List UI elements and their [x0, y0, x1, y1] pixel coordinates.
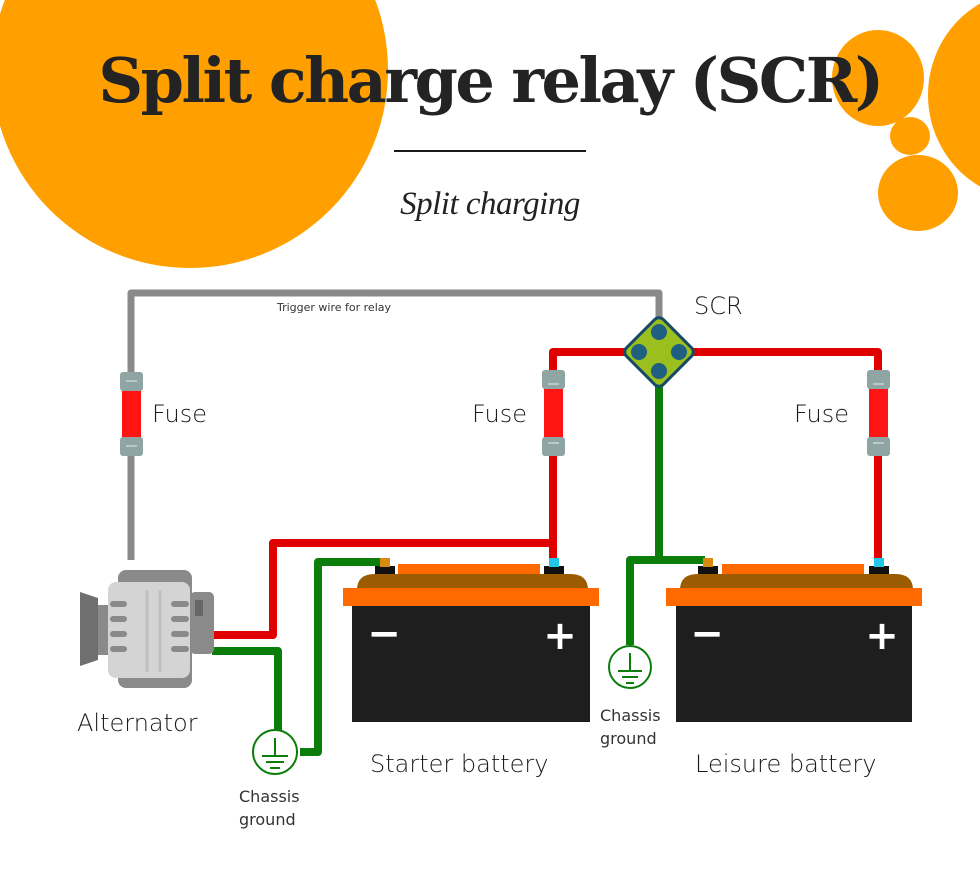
chassis-ground-icon	[252, 729, 298, 775]
fuse-label-leisure: Fuse	[794, 400, 849, 428]
fuse-starter	[542, 370, 565, 456]
decor-circle-top-right	[832, 30, 924, 126]
scr-label: SCR	[694, 292, 743, 320]
chassis-ground-label: Chassis ground	[239, 785, 300, 831]
positive-wire-scr-right	[690, 348, 882, 560]
fuse-alternator	[120, 372, 143, 456]
decor-circle-large	[0, 0, 388, 268]
leisure-battery-label: Leisure battery	[695, 750, 877, 778]
trigger-wire-label: Trigger wire for relay	[277, 301, 392, 314]
decor-circle-bottom-right	[878, 155, 958, 231]
ground-wire-alternator	[212, 647, 282, 735]
positive-wire-scr-left	[549, 348, 627, 560]
leisure-positive-symbol: +	[865, 613, 899, 659]
starter-positive-symbol: +	[543, 613, 577, 659]
page-subtitle: Split charging	[400, 186, 580, 222]
fuse-label-alternator: Fuse	[152, 400, 207, 428]
scr-relay-icon	[623, 316, 695, 388]
starter-negative-symbol: −	[367, 611, 401, 657]
leisure-battery-icon	[666, 558, 922, 722]
ground-wire-scr	[626, 385, 663, 645]
chassis-ground-label-line2: ground	[600, 729, 657, 748]
fuse-label-starter: Fuse	[472, 400, 527, 428]
positive-wire-alternator	[212, 539, 553, 639]
chassis-ground-label: Chassis ground	[600, 704, 661, 750]
alternator-label: Alternator	[77, 709, 198, 737]
trigger-wire	[127, 289, 663, 560]
decor-circle-edge	[928, 3, 980, 187]
ground-wire-starter	[300, 558, 385, 756]
leisure-negative-symbol: −	[690, 611, 724, 657]
chassis-ground-label-line1: Chassis	[239, 787, 300, 806]
starter-battery-icon	[343, 558, 599, 722]
chassis-ground-label-line1: Chassis	[600, 706, 661, 725]
alternator-icon	[80, 570, 214, 688]
decor-circle-small	[890, 117, 930, 155]
chassis-ground-icon	[608, 645, 652, 689]
fuse-leisure	[867, 370, 890, 456]
title-divider	[394, 150, 586, 152]
starter-battery-label: Starter battery	[370, 750, 549, 778]
chassis-ground-label-line2: ground	[239, 810, 296, 829]
page-title: Split charge relay (SCR)	[98, 44, 884, 117]
